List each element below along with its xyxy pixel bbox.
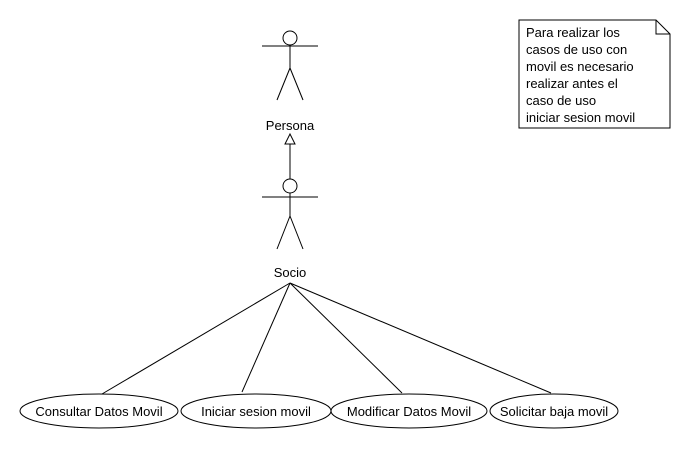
note-line-5: caso de uso <box>526 93 596 108</box>
generalization-arrow <box>284 132 296 179</box>
note-line-4: realizar antes el <box>526 76 618 91</box>
use-case-modificar-label: Modificar Datos Movil <box>347 404 471 419</box>
note-line-3: movil es necesario <box>526 59 634 74</box>
actor-persona-right-leg <box>289 67 304 101</box>
association-modificar <box>289 282 403 394</box>
generalization-arrowhead <box>284 132 296 145</box>
use-case-consultar[interactable]: Consultar Datos Movil <box>19 393 179 429</box>
association-consultar <box>101 282 291 395</box>
actor-socio-right-leg <box>289 215 304 250</box>
association-iniciar <box>241 282 291 393</box>
use-case-solicitar-label: Solicitar baja movil <box>500 404 608 419</box>
note-shape <box>518 19 671 129</box>
use-case-modificar-ellipse <box>330 393 488 429</box>
use-case-iniciar-label: Iniciar sesion movil <box>201 404 311 419</box>
use-case-iniciar[interactable]: Iniciar sesion movil <box>180 393 332 429</box>
use-case-modificar[interactable]: Modificar Datos Movil <box>330 393 488 429</box>
actor-socio-label: Socio <box>274 265 307 280</box>
note-line-1: Para realizar los <box>526 25 620 40</box>
associations <box>101 282 552 395</box>
actor-persona-head <box>282 30 298 46</box>
note-folded-corner <box>655 20 670 35</box>
actor-persona-label: Persona <box>266 118 315 133</box>
note-line-2: casos de uso con <box>526 42 627 57</box>
use-case-consultar-label: Consultar Datos Movil <box>35 404 162 419</box>
actor-socio-left-leg <box>276 215 291 250</box>
actor-persona[interactable]: Persona <box>262 30 318 133</box>
actor-socio[interactable]: Socio <box>262 178 318 280</box>
actor-socio-head <box>282 178 298 194</box>
use-case-solicitar[interactable]: Solicitar baja movil <box>489 393 619 429</box>
actor-persona-left-leg <box>276 67 291 101</box>
association-solicitar <box>289 282 552 394</box>
use-case-consultar-ellipse <box>19 393 179 429</box>
note-line-6: iniciar sesion movil <box>526 110 635 125</box>
use-case-solicitar-ellipse <box>489 393 619 429</box>
note[interactable]: Para realizar los casos de uso con movil… <box>518 19 671 129</box>
